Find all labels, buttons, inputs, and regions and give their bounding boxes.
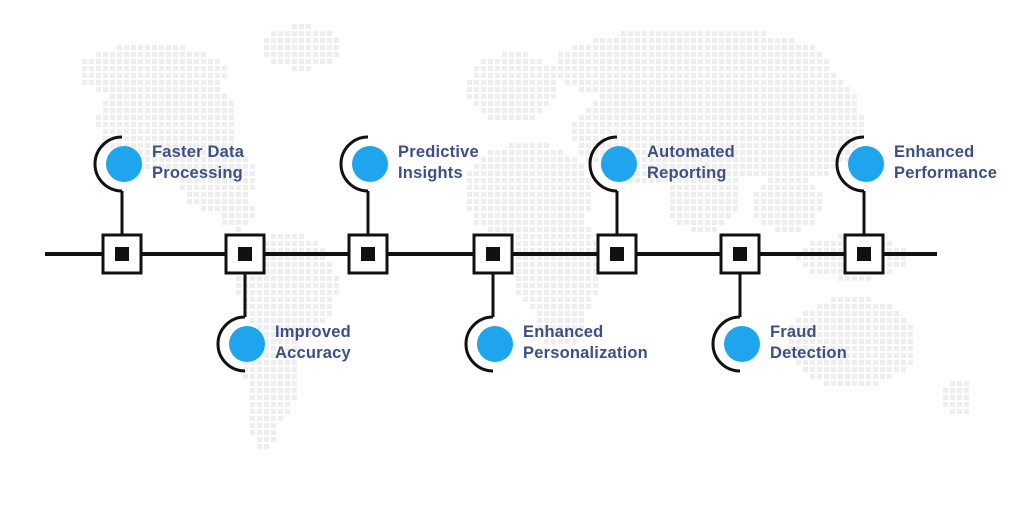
milestone-dot-icon bbox=[724, 326, 760, 362]
milestone-ring bbox=[835, 135, 865, 193]
milestone-node-core bbox=[610, 247, 624, 261]
milestone-node-core bbox=[733, 247, 747, 261]
milestone-label-faster-data-processing: Faster Data Processing bbox=[152, 142, 244, 184]
milestone-label-line2: Reporting bbox=[647, 164, 727, 182]
milestone-label-line1: Automated bbox=[647, 143, 735, 161]
milestone-label-line2: Personalization bbox=[523, 344, 648, 362]
milestone-ring bbox=[93, 135, 123, 193]
milestone-label-line2: Detection bbox=[770, 344, 847, 362]
milestone-label-line1: Improved bbox=[275, 323, 351, 341]
milestone-label-improved-accuracy: Improved Accuracy bbox=[275, 322, 351, 364]
milestone-dot-icon bbox=[106, 146, 142, 182]
milestone-node-core bbox=[238, 247, 252, 261]
milestone-dot-icon bbox=[848, 146, 884, 182]
milestone-label-predictive-insights: Predictive Insights bbox=[398, 142, 479, 184]
milestone-dot-icon bbox=[477, 326, 513, 362]
milestone-node-core bbox=[115, 247, 129, 261]
milestone-dot-icon bbox=[229, 326, 265, 362]
milestone-label-fraud-detection: Fraud Detection bbox=[770, 322, 847, 364]
milestone-ring bbox=[464, 315, 494, 373]
milestone-label-enhanced-performance: Enhanced Performance bbox=[894, 142, 997, 184]
milestone-label-line2: Insights bbox=[398, 164, 463, 182]
milestone-label-line2: Processing bbox=[152, 164, 243, 182]
milestone-node-core bbox=[486, 247, 500, 261]
milestone-label-line1: Faster Data bbox=[152, 143, 245, 161]
milestone-label-line2: Performance bbox=[894, 164, 998, 182]
milestone-dot-icon bbox=[601, 146, 637, 182]
milestone-ring bbox=[339, 135, 369, 193]
milestone-label-line1: Enhanced bbox=[523, 323, 604, 341]
milestone-label-line1: Enhanced bbox=[894, 143, 975, 161]
milestone-node-core bbox=[857, 247, 871, 261]
milestone-ring bbox=[216, 315, 246, 373]
milestone-label-automated-reporting: Automated Reporting bbox=[647, 142, 735, 184]
milestone-node-core bbox=[361, 247, 375, 261]
milestone-ring bbox=[588, 135, 618, 193]
milestone-label-line1: Predictive bbox=[398, 143, 479, 161]
milestone-dot-icon bbox=[352, 146, 388, 182]
milestone-label-enhanced-personalization: Enhanced Personalization bbox=[523, 322, 648, 364]
milestone-label-line1: Fraud bbox=[770, 323, 817, 341]
milestone-label-line2: Accuracy bbox=[275, 344, 351, 362]
milestone-ring bbox=[711, 315, 741, 373]
